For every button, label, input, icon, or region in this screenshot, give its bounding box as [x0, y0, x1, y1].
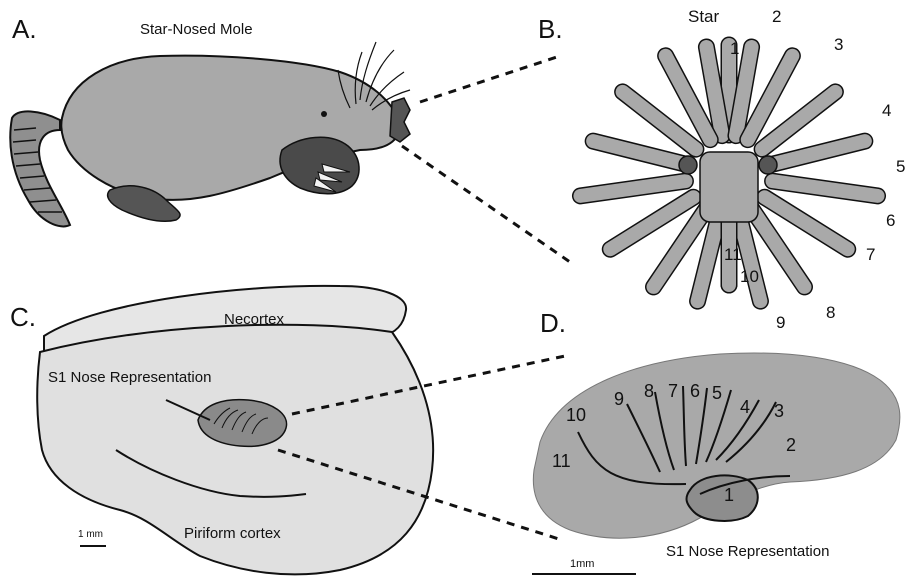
region-number-6: 6: [690, 382, 700, 400]
region-number-9: 9: [614, 390, 624, 408]
ray-number-7: 7: [866, 246, 875, 263]
region-number-1: 1: [724, 486, 734, 504]
mole-eye: [321, 111, 327, 117]
star-title: Star: [688, 8, 719, 25]
region-number-8: 8: [644, 382, 654, 400]
nostril: [679, 156, 697, 174]
nostril: [759, 156, 777, 174]
ray-number-9: 9: [776, 314, 785, 331]
scale-label-c: 1 mm: [78, 530, 103, 540]
panel-letter-a: A.: [12, 16, 37, 42]
ray-number-2: 2: [772, 8, 781, 25]
mole-illustration: [10, 42, 410, 226]
region-number-7: 7: [668, 382, 678, 400]
ray-number-6: 6: [886, 212, 895, 229]
panel-letter-c: C.: [10, 304, 36, 330]
region-number-2: 2: [786, 436, 796, 454]
ray-number-11: 11: [724, 246, 742, 263]
connector-line: [402, 146, 570, 262]
star-ray: [580, 181, 685, 196]
star-ray: [773, 181, 878, 196]
ray-number-8: 8: [826, 304, 835, 321]
region-number-4: 4: [740, 398, 750, 416]
connector-line: [420, 56, 560, 102]
ray-number-4: 4: [882, 102, 891, 119]
mole-star-nose: [390, 98, 410, 142]
ray-number-1: 1: [730, 40, 739, 57]
region-number-5: 5: [712, 384, 722, 402]
region-1-blob: [687, 475, 758, 521]
s1-caption: S1 Nose Representation: [666, 544, 829, 559]
ray-number-10: 10: [740, 268, 759, 285]
region-number-11: 11: [552, 452, 571, 470]
mole-title: Star-Nosed Mole: [140, 22, 253, 37]
s1-label: S1 Nose Representation: [48, 370, 211, 385]
piriform-label: Piriform cortex: [184, 526, 281, 541]
region-number-3: 3: [774, 402, 784, 420]
ray-number-3: 3: [834, 36, 843, 53]
scale-label-d: 1mm: [570, 559, 594, 570]
neocortex-label: Necortex: [224, 312, 284, 327]
ray-number-5: 5: [896, 158, 905, 175]
panel-letter-b: B.: [538, 16, 563, 42]
region-number-10: 10: [566, 406, 586, 424]
panel-letter-d: D.: [540, 310, 566, 336]
